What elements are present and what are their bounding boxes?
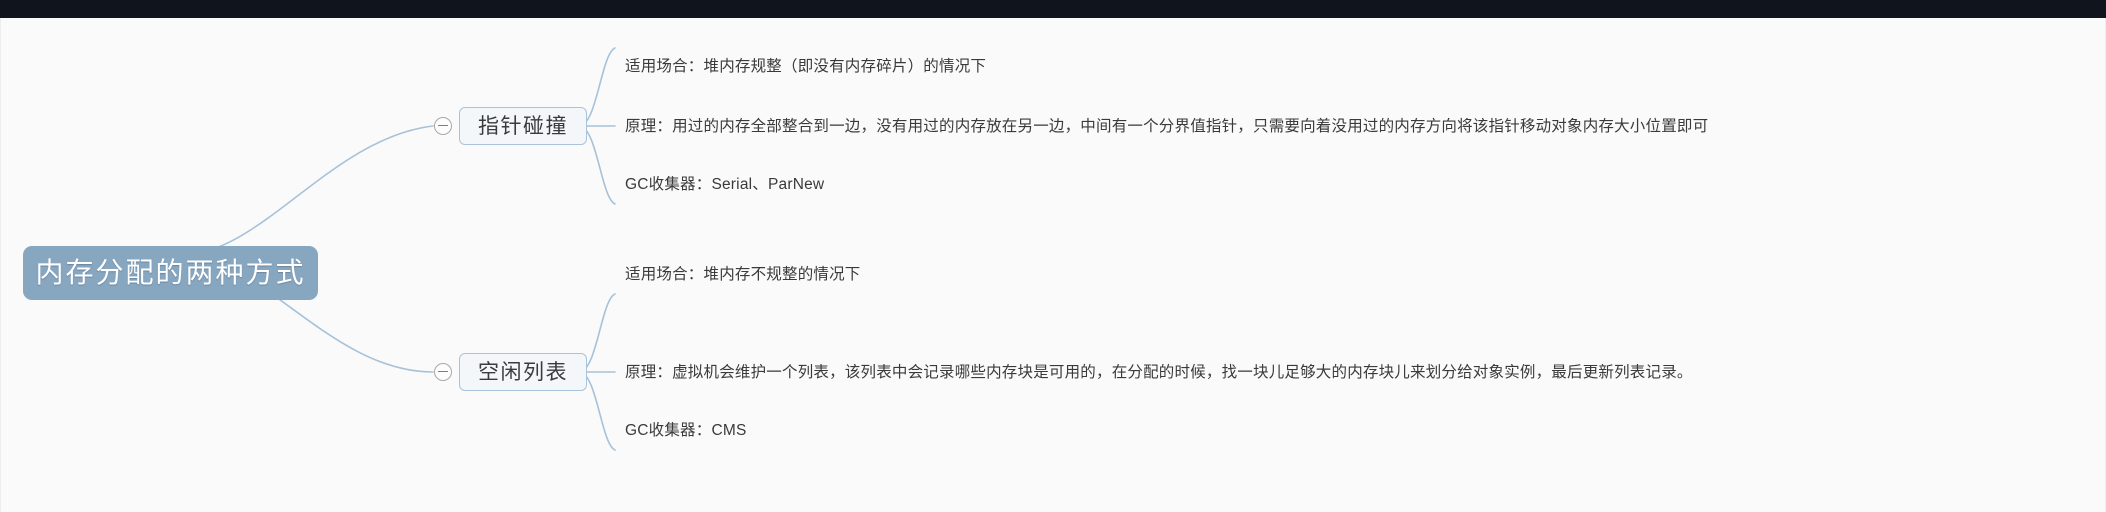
root-node[interactable]: 内存分配的两种方式: [23, 246, 318, 300]
leaf-item[interactable]: 适用场合：堆内存不规整的情况下: [625, 266, 861, 283]
mindmap-canvas[interactable]: 内存分配的两种方式 指针碰撞 适用场合：堆内存规整（即没有内存碎片）的情况下 原…: [0, 18, 2106, 512]
branch-node-free-list[interactable]: 空闲列表: [459, 353, 587, 391]
leaf-item[interactable]: 原理：虚拟机会维护一个列表，该列表中会记录哪些内存块是可用的，在分配的时候，找一…: [625, 364, 1693, 381]
leaf-item[interactable]: 原理：用过的内存全部整合到一边，没有用过的内存放在另一边，中间有一个分界值指针，…: [625, 118, 1709, 135]
root-node-label: 内存分配的两种方式: [35, 257, 306, 288]
collapse-toggle-branch-2[interactable]: [434, 363, 452, 381]
window-title-bar: [0, 0, 2106, 18]
branch-node-pointer-collision[interactable]: 指针碰撞: [459, 107, 587, 145]
collapse-toggle-branch-1[interactable]: [434, 117, 452, 135]
leaf-item[interactable]: GC收集器：CMS: [625, 422, 747, 439]
leaf-item[interactable]: 适用场合：堆内存规整（即没有内存碎片）的情况下: [625, 58, 987, 75]
branch-node-label: 指针碰撞: [478, 114, 568, 138]
branch-node-label: 空闲列表: [478, 360, 568, 384]
edge-root-to-branch-1: [180, 125, 434, 256]
leaf-item[interactable]: GC收集器：Serial、ParNew: [625, 176, 825, 193]
